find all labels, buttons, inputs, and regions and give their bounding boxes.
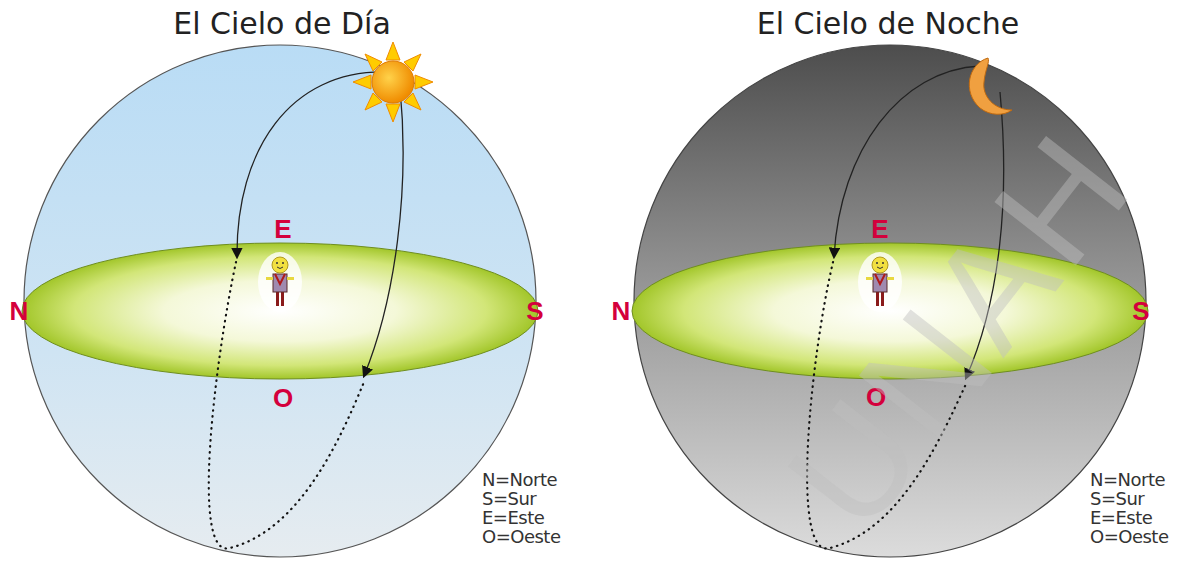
key-line: O=Oeste (482, 528, 561, 546)
direction-label: E (871, 216, 888, 242)
direction-label: S (526, 298, 543, 324)
direction-label: E (274, 216, 291, 242)
sphere-title: El Cielo de Noche (757, 9, 1020, 39)
key-line: E=Este (1090, 509, 1152, 527)
direction-label: S (1132, 298, 1149, 324)
sphere-title: El Cielo de Día (173, 9, 391, 39)
key-line: N=Norte (1090, 471, 1165, 489)
key-line: S=Sur (1090, 490, 1144, 508)
direction-label: N (10, 298, 29, 324)
key-line: S=Sur (482, 490, 536, 508)
direction-label: O (273, 385, 293, 411)
key-line: E=Este (482, 509, 544, 527)
direction-label: N (612, 298, 631, 324)
key-line: N=Norte (482, 471, 557, 489)
key-line: O=Oeste (1090, 528, 1169, 546)
